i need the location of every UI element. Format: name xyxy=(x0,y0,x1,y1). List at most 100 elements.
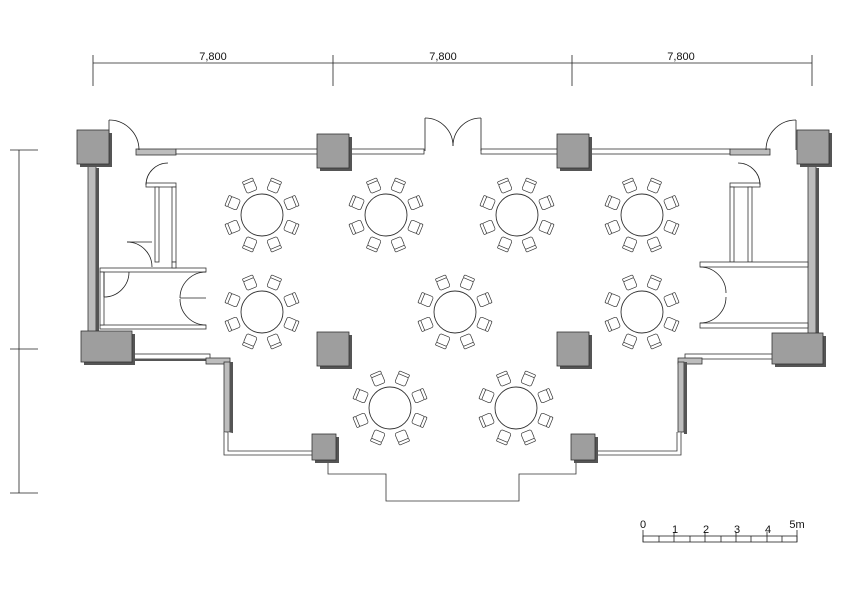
chair xyxy=(224,292,241,308)
chair xyxy=(622,236,638,253)
dimension-label-1: 7,800 xyxy=(199,51,227,63)
chair xyxy=(266,177,282,194)
chair xyxy=(283,195,300,211)
round-table xyxy=(417,274,493,350)
chair xyxy=(407,195,424,211)
scale-label-1: 1 xyxy=(672,524,678,536)
chair xyxy=(646,177,662,194)
chair xyxy=(370,370,386,387)
chair xyxy=(348,195,365,211)
table-top xyxy=(495,193,539,237)
chair xyxy=(283,316,300,332)
chair xyxy=(520,429,536,446)
chair xyxy=(348,219,365,235)
chair xyxy=(538,219,555,235)
table-top xyxy=(240,290,284,334)
chair xyxy=(366,236,382,253)
chair xyxy=(224,195,241,211)
chair xyxy=(663,292,680,308)
table-top xyxy=(368,386,412,430)
chair xyxy=(537,412,554,428)
chair xyxy=(497,236,513,253)
scale-label-5m: 5m xyxy=(789,519,804,531)
round-table xyxy=(224,177,300,253)
round-table xyxy=(224,274,300,350)
chair xyxy=(496,429,512,446)
chair xyxy=(497,177,513,194)
column-mid-left xyxy=(80,330,135,365)
chair xyxy=(476,292,493,308)
chair xyxy=(476,316,493,332)
scale-label-0: 0 xyxy=(640,519,646,531)
chair xyxy=(459,274,475,291)
chair xyxy=(411,388,428,404)
top-dimension: 7,800 7,800 7,800 xyxy=(92,51,813,86)
table-top xyxy=(620,193,664,237)
table-top xyxy=(494,386,538,430)
chair xyxy=(521,177,537,194)
round-table xyxy=(479,177,555,253)
chair xyxy=(604,316,621,332)
chair xyxy=(496,370,512,387)
chair xyxy=(242,236,258,253)
chair xyxy=(390,177,406,194)
chair xyxy=(622,333,638,350)
chair xyxy=(663,316,680,332)
chair xyxy=(604,292,621,308)
chair xyxy=(224,316,241,332)
left-dimension xyxy=(10,149,38,494)
chair xyxy=(435,274,451,291)
chair xyxy=(242,177,258,194)
chair xyxy=(266,333,282,350)
column-mid-2 xyxy=(316,331,352,369)
chair xyxy=(479,219,496,235)
chair xyxy=(242,333,258,350)
chair xyxy=(224,219,241,235)
chair xyxy=(352,388,369,404)
chair xyxy=(435,333,451,350)
column-bottom-left xyxy=(311,433,339,463)
round-table xyxy=(604,274,680,350)
chair xyxy=(646,274,662,291)
column-mid-3 xyxy=(556,331,592,369)
chair xyxy=(242,274,258,291)
chair xyxy=(390,236,406,253)
chair xyxy=(407,219,424,235)
scale-label-2: 2 xyxy=(703,524,709,536)
chair xyxy=(604,195,621,211)
chair xyxy=(663,219,680,235)
chair xyxy=(622,274,638,291)
round-table xyxy=(348,177,424,253)
column-bottom-right xyxy=(570,433,598,463)
chair xyxy=(520,370,536,387)
round-table xyxy=(478,370,554,446)
dimension-label-3: 7,800 xyxy=(667,51,695,63)
table-top xyxy=(240,193,284,237)
column-top-2 xyxy=(316,133,352,171)
chair xyxy=(417,316,434,332)
table-top xyxy=(364,193,408,237)
chair xyxy=(521,236,537,253)
chair xyxy=(459,333,475,350)
chair xyxy=(622,177,638,194)
scale-label-3: 3 xyxy=(734,524,740,536)
column-top-3 xyxy=(556,133,592,171)
chair xyxy=(283,219,300,235)
chair xyxy=(537,388,554,404)
chair xyxy=(646,333,662,350)
chair xyxy=(478,388,495,404)
walls xyxy=(87,148,819,502)
chair xyxy=(394,429,410,446)
chair xyxy=(411,412,428,428)
columns xyxy=(76,129,832,463)
round-table xyxy=(352,370,428,446)
column-top-right xyxy=(796,129,832,167)
chair xyxy=(366,177,382,194)
chair xyxy=(663,195,680,211)
chair xyxy=(604,219,621,235)
chair xyxy=(266,236,282,253)
chair xyxy=(417,292,434,308)
round-table xyxy=(604,177,680,253)
table-top xyxy=(433,290,477,334)
dimension-label-2: 7,800 xyxy=(429,51,457,63)
